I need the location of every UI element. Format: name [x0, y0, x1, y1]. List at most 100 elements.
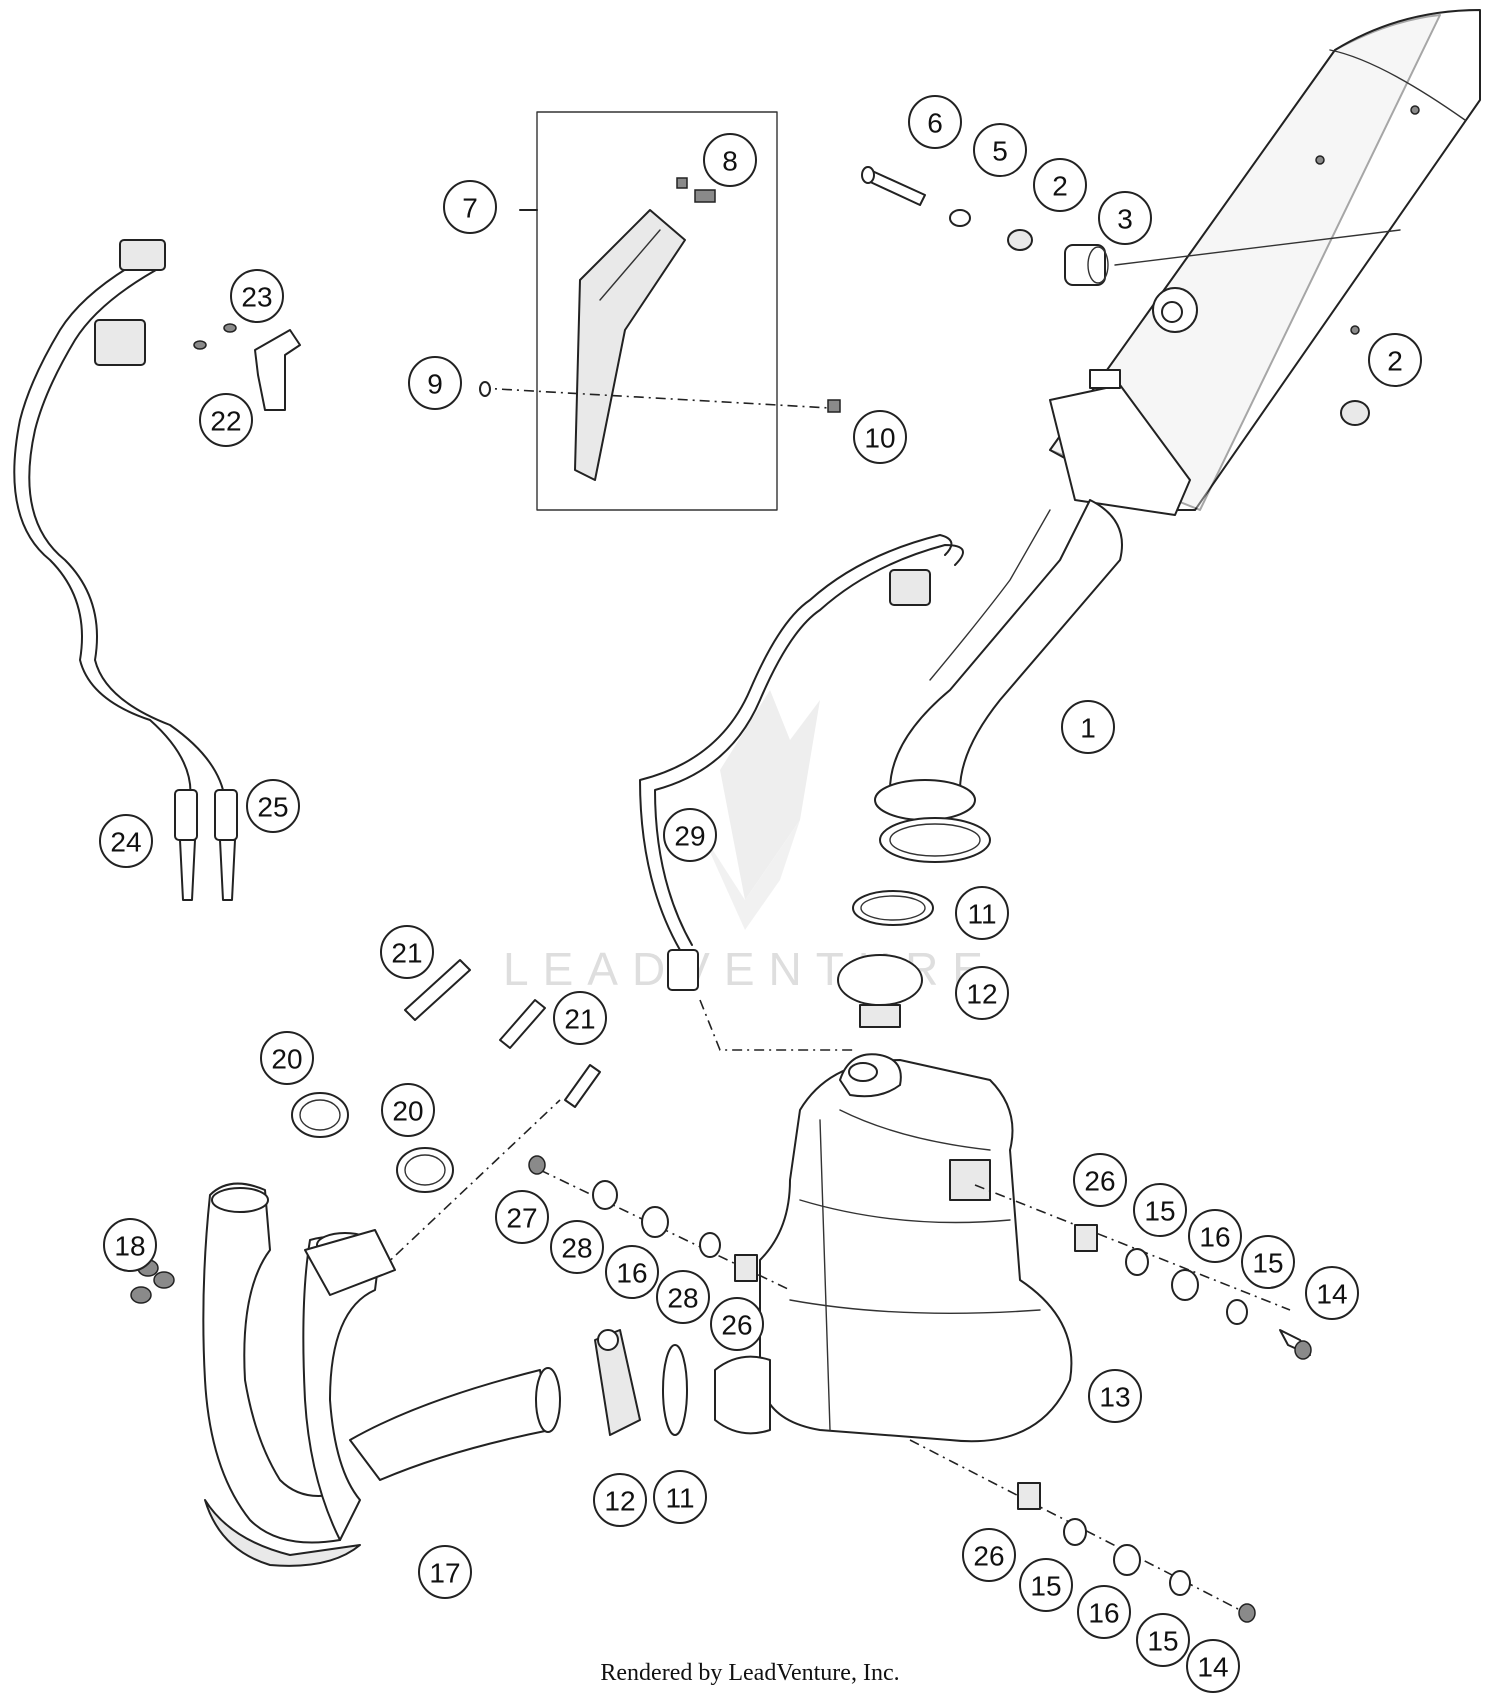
lower-gasket-clamp [594, 1329, 688, 1436]
callout-16: 16 [1188, 1209, 1242, 1263]
callout-number: 20 [271, 1044, 302, 1075]
callout-circle [973, 123, 1027, 177]
callout-16: 16 [1077, 1585, 1131, 1639]
callout-labels: 1223567891011111212131414151515151616161… [99, 95, 1422, 1693]
callout-14: 14 [1186, 1639, 1240, 1693]
callout-circle [1098, 191, 1152, 245]
callout-circle [1133, 1183, 1187, 1237]
watermark-logo-icon [700, 690, 820, 930]
callout-number: 18 [114, 1231, 145, 1262]
callout-number: 11 [665, 1483, 694, 1514]
callout-number: 23 [241, 282, 272, 313]
callout-circle [1188, 1209, 1242, 1263]
callout-circle [443, 180, 497, 234]
callout-circle [1305, 1266, 1359, 1320]
sensor-bracket [193, 323, 301, 411]
callout-11: 11 [653, 1470, 707, 1524]
callout-circle [1061, 700, 1115, 754]
callout-2: 2 [1368, 333, 1422, 387]
callout-23: 23 [230, 269, 284, 323]
callout-circle [553, 991, 607, 1045]
callout-circle [962, 1528, 1016, 1582]
callout-circle [656, 1270, 710, 1324]
callout-3: 3 [1098, 191, 1152, 245]
callout-29: 29 [663, 808, 717, 862]
callout-number: 21 [564, 1004, 595, 1035]
callout-number: 26 [973, 1541, 1004, 1572]
callout-10: 10 [853, 410, 907, 464]
callout-circle [1019, 1558, 1073, 1612]
callout-number: 10 [864, 423, 895, 454]
pre-muffler [714, 1053, 1073, 1443]
callout-circle [408, 356, 462, 410]
callout-6: 6 [908, 95, 962, 149]
callout-28: 28 [550, 1220, 604, 1274]
callout-circle [1073, 1153, 1127, 1207]
callout-number: 9 [427, 369, 443, 400]
callout-number: 22 [210, 406, 241, 437]
callout-circle [99, 814, 153, 868]
callout-circle [663, 808, 717, 862]
callout-24: 24 [99, 814, 153, 868]
callout-15: 15 [1019, 1558, 1073, 1612]
callout-number: 12 [966, 979, 997, 1010]
callout-18: 18 [103, 1218, 157, 1272]
rear-lambda-sensor [639, 534, 964, 1051]
callout-20: 20 [381, 1083, 435, 1137]
callout-number: 29 [674, 821, 705, 852]
callout-number: 2 [1387, 346, 1403, 377]
callout-26: 26 [962, 1528, 1016, 1582]
callout-circle [653, 1470, 707, 1524]
callout-12: 12 [955, 966, 1009, 1020]
callout-number: 27 [506, 1203, 537, 1234]
callout-8: 8 [703, 133, 757, 187]
callout-circle [550, 1220, 604, 1274]
callout-26: 26 [710, 1297, 764, 1351]
mount-hardware-lower [909, 1439, 1256, 1623]
header-gaskets [291, 1092, 561, 1271]
callout-number: 15 [1147, 1626, 1178, 1657]
callout-number: 7 [462, 193, 478, 224]
callout-number: 26 [721, 1310, 752, 1341]
callout-circle [1368, 333, 1422, 387]
callout-circle [103, 1218, 157, 1272]
callout-16: 16 [605, 1245, 659, 1299]
callout-circle [418, 1545, 472, 1599]
callout-20: 20 [260, 1031, 314, 1085]
callout-11: 11 [955, 886, 1009, 940]
callout-circle [1241, 1235, 1295, 1289]
callout-number: 15 [1030, 1571, 1061, 1602]
callout-9: 9 [408, 356, 462, 410]
callout-circle [853, 410, 907, 464]
callout-number: 11 [967, 899, 996, 930]
callout-number: 13 [1099, 1382, 1130, 1413]
studs [404, 959, 601, 1108]
callout-14: 14 [1305, 1266, 1359, 1320]
link-pipe [874, 499, 1123, 863]
callout-number: 26 [1084, 1166, 1115, 1197]
callout-circle [230, 269, 284, 323]
callout-number: 20 [392, 1096, 423, 1127]
callout-number: 8 [722, 146, 738, 177]
callout-21: 21 [380, 925, 434, 979]
callout-25: 25 [246, 779, 300, 833]
callout-number: 28 [667, 1283, 698, 1314]
muffler-mount-hardware [861, 166, 1370, 426]
callout-17: 17 [418, 1545, 472, 1599]
callout-circle [955, 886, 1009, 940]
heat-shield-group [479, 111, 841, 511]
callout-13: 13 [1088, 1369, 1142, 1423]
callout-circle [955, 966, 1009, 1020]
callout-circle [908, 95, 962, 149]
callout-27: 27 [495, 1190, 549, 1244]
callout-circle [260, 1031, 314, 1085]
callout-26: 26 [1073, 1153, 1127, 1207]
callout-2: 2 [1033, 158, 1087, 212]
callout-circle [1186, 1639, 1240, 1693]
watermark-text: LEADVENTURE [503, 943, 997, 995]
upper-gasket-clamp [837, 890, 934, 1028]
callout-circle [593, 1473, 647, 1527]
callout-number: 1 [1080, 713, 1096, 744]
callout-circle [605, 1245, 659, 1299]
callout-number: 14 [1316, 1279, 1347, 1310]
